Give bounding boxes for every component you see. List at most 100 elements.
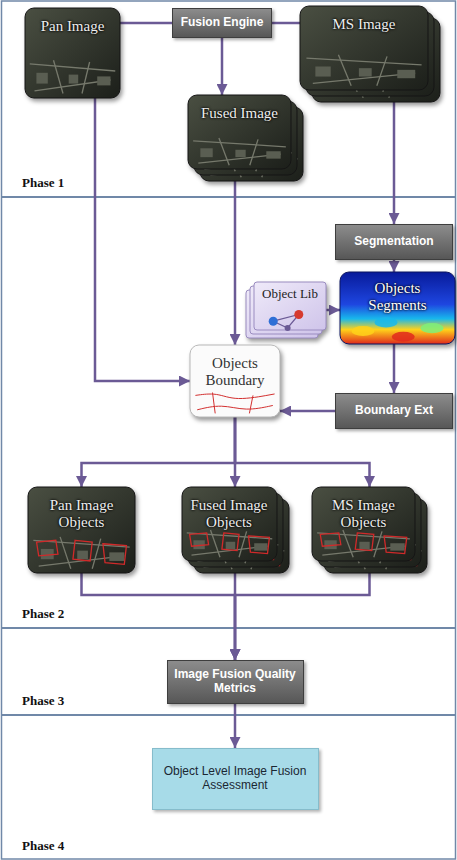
segment-blob [375,317,398,327]
image-tile: Pan Image [25,8,120,98]
process-box: Segmentation [335,224,453,260]
flow-arrow [393,344,396,393]
node-label: Pan Image Objects [34,497,129,532]
image-stack: Fused Image [188,95,303,181]
object-outline [320,533,341,546]
segment-tile: Objects Segments [340,272,455,344]
boundary-ground [190,345,280,417]
node-label: Phase 1 [22,176,64,191]
node-label: Object Lib [262,287,318,302]
shape-group [28,487,135,573]
shape-group [312,487,427,573]
process-box: Fusion Engine [172,8,272,38]
library-page [254,282,326,330]
boundary-curve [213,393,216,414]
shape-group [25,8,120,98]
road-line [82,62,90,94]
node-label: Phase 3 [22,694,64,709]
tile-ground [25,8,120,98]
flow-arrow [234,181,237,345]
node-label: Object Level Image Fusion Assessment [161,765,310,793]
object-outline [103,544,127,565]
node-label: Image Fusion Quality Metrics [174,668,297,696]
network-node [294,310,303,319]
object-outline [189,533,208,546]
shape-group [300,6,440,102]
node-label: Objects Boundary [196,355,274,390]
boundary-curve [197,405,273,409]
shape-group [246,282,326,338]
road-line [210,530,220,557]
road-line [338,55,351,86]
object-stack: MS Image Objects [312,487,427,573]
phase-band: Phase 3 Image Fusion Quality Metrics [0,628,457,715]
shape-group [188,95,303,181]
flow-arrow [234,704,237,748]
building-block [36,73,47,84]
shape-group [340,272,455,344]
node-label: Pan Image [41,18,105,35]
tile-ground [312,487,415,561]
building-block [77,551,88,560]
flow-arrow [393,260,396,272]
node-label: Phase 2 [22,607,64,622]
flow-arrow [326,309,340,312]
building-block [254,543,267,550]
network-node [285,325,291,331]
shape-group [182,487,289,573]
flow-arrow [82,573,236,660]
building-block [97,76,110,85]
object-outline [73,540,92,561]
building-block [225,542,235,549]
phase-band: Phase 4Object Level Image Fusion Assessm… [0,715,457,860]
building-block [109,552,124,561]
road-line [54,60,64,93]
result-box: Object Level Image Fusion Assessment [152,748,319,810]
flow-arrow [95,98,190,381]
node-label: Objects Segments [346,280,449,315]
tile-ground [300,6,428,90]
process-box: Image Fusion Quality Metrics [167,660,304,704]
library-stack: Object Lib [246,282,326,338]
phase-divider [2,714,456,716]
building-block [200,148,212,157]
flow-arrow [272,22,300,25]
flow-arrow [120,22,172,25]
segment-blob [352,326,375,336]
road-line [377,56,387,85]
network-node [269,317,278,326]
flow-arrow [280,410,335,413]
node-label: MS Image [333,16,396,33]
process-box: Boundary Ext [335,393,453,429]
road-line [306,58,421,65]
building-block [359,68,372,76]
boundary-curve [195,394,274,399]
boundary-curve [249,395,253,413]
building-block [315,66,330,76]
road-line [343,530,353,557]
node-label: Fused Image [201,105,278,122]
road-line [219,138,229,165]
object-outline [248,536,269,554]
building-block [397,70,415,78]
flow-arrow [82,417,236,487]
road-line [193,141,286,147]
object-stack: Fused Image Objects [182,487,289,573]
tile-ground [28,487,135,573]
phase-band: Phase 2 SegmentationObject Lib Objects Seg… [0,197,457,628]
object-tile: Pan Image Objects [28,487,135,573]
object-outline [221,533,238,551]
node-label: Segmentation [354,235,433,249]
object-outline [384,536,407,554]
image-stack: MS Image [300,6,440,102]
tile-ground [188,95,291,169]
road-line [374,531,382,557]
boundary-tile: Objects Boundary [190,345,280,417]
node-label: Fusion Engine [181,16,264,30]
segment-blob [421,323,444,333]
road-line [60,537,71,569]
road-line [239,531,247,557]
building-block [266,151,280,158]
